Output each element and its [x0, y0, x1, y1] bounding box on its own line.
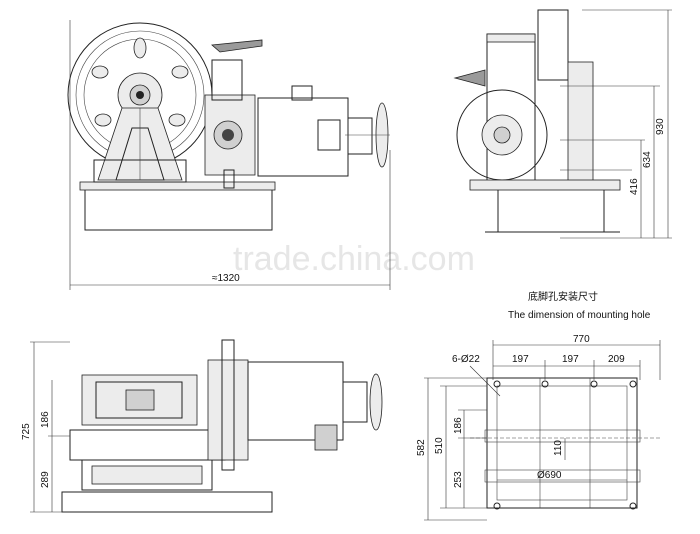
top-view: 725 186 289: [21, 339, 383, 513]
front-base-frame: [84, 187, 273, 231]
top-base-frame: [61, 491, 273, 513]
side-dim-930: 930: [655, 118, 666, 135]
brake-lever: [211, 39, 263, 53]
mount-height-582: 582: [416, 439, 427, 456]
mounting-holes: [493, 380, 637, 510]
front-view: ≈1320: [67, 20, 391, 290]
caption-chinese: 底脚孔安装尺寸: [528, 290, 598, 303]
sheave-spoke-holes: [91, 37, 189, 127]
side-base-plate: [469, 179, 621, 191]
top-dim-289: 289: [40, 471, 51, 488]
mount-col-spacing-2: 197: [562, 354, 579, 365]
mount-offset-186: 186: [453, 417, 464, 434]
side-view: 930 634 416: [453, 9, 672, 239]
watermark-text: trade.china.com: [233, 240, 475, 278]
side-dim-416: 416: [629, 178, 640, 195]
mounting-frame-outline: [486, 377, 638, 509]
top-dim-725: 725: [21, 423, 32, 440]
mount-inner-width: Ø690: [537, 470, 562, 481]
motor-body: [257, 97, 349, 177]
mounting-plan: 770 197 197 209 6-Ø22 582 510 186 253 11…: [416, 334, 661, 521]
mount-center-110: 110: [553, 440, 564, 456]
caption-english: The dimension of mounting hole: [508, 310, 651, 321]
side-dim-634: 634: [642, 151, 653, 168]
front-base-plate: [79, 181, 276, 191]
mount-offset-253: 253: [453, 471, 464, 488]
mount-hole-spec: 6-Ø22: [452, 354, 480, 365]
mount-inner-height-510: 510: [434, 437, 445, 454]
mount-col-spacing-3: 209: [608, 354, 625, 365]
sheave-top: [69, 429, 226, 461]
mount-overall-width: 770: [573, 334, 590, 345]
motor-column: [486, 33, 536, 185]
front-width-dim: ≈1320: [212, 273, 240, 284]
mount-col-spacing-1: 197: [512, 354, 529, 365]
top-dim-186: 186: [40, 411, 51, 428]
brake-unit: [207, 359, 249, 461]
